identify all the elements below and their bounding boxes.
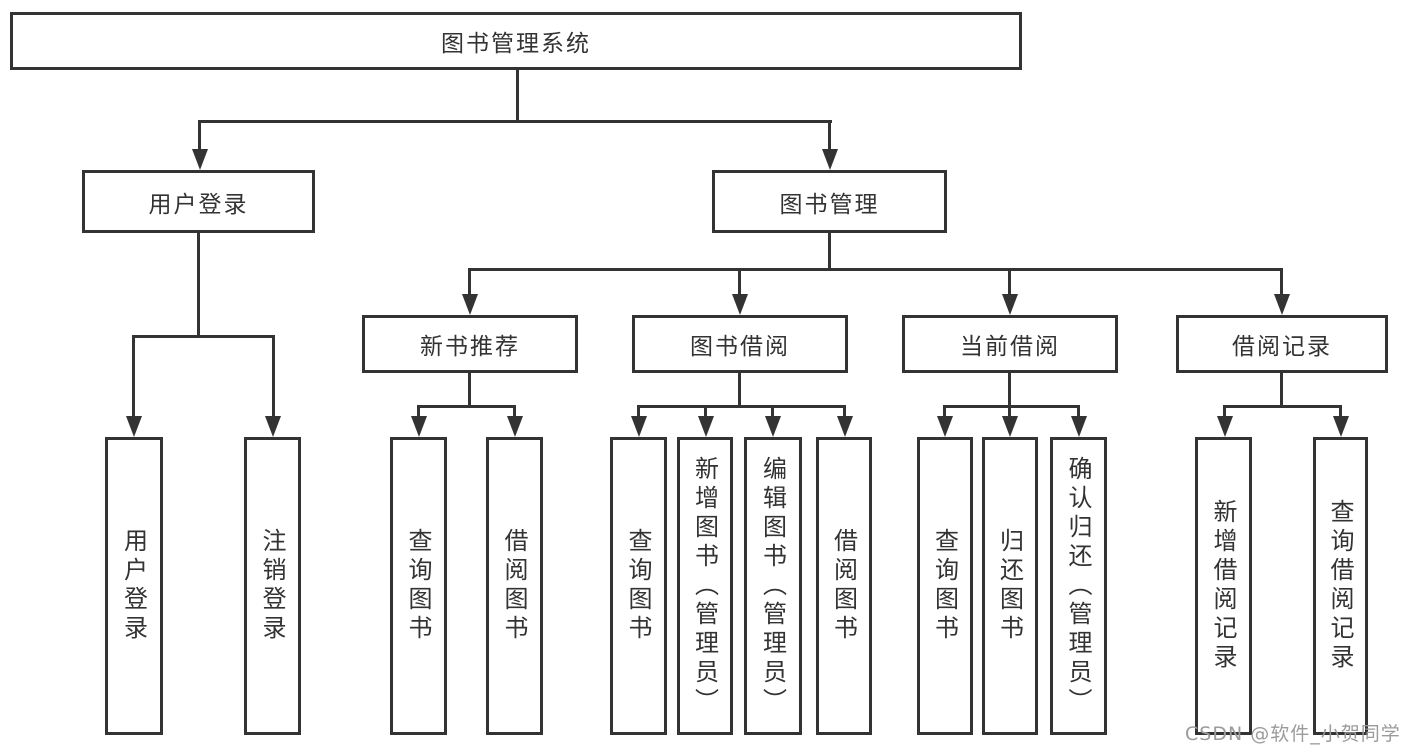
node-new-book-recommend: 新书推荐 bbox=[362, 315, 578, 373]
leaf-nb-query-books: 查询图书 bbox=[390, 437, 447, 735]
arrowhead-nb-borrow bbox=[507, 416, 523, 437]
connector-drop-bb-query bbox=[637, 405, 640, 418]
connector-drop-new-book bbox=[468, 268, 471, 296]
node-borrowing-records: 借阅记录 bbox=[1176, 315, 1388, 373]
connector-drop-nb-query bbox=[417, 405, 420, 418]
connector-drop-cb-query bbox=[943, 405, 946, 418]
leaf-cb-return-books: 归还图书 bbox=[982, 437, 1038, 735]
node-book-management: 图书管理 bbox=[712, 170, 947, 233]
arrowhead-br-query bbox=[1333, 416, 1349, 437]
connector-borrow-record-distributor bbox=[1223, 405, 1342, 408]
connector-new-book-stem bbox=[468, 373, 471, 407]
connector-drop-bb-add bbox=[704, 405, 707, 418]
connector-drop-bb-edit bbox=[771, 405, 774, 418]
node-current-borrowing: 当前借阅 bbox=[902, 315, 1118, 373]
leaf-br-add-record: 新增借阅记录 bbox=[1195, 437, 1252, 735]
connector-new-book-distributor bbox=[417, 405, 516, 408]
connector-root-distributor bbox=[198, 120, 832, 123]
leaf-cb-query-books: 查询图书 bbox=[917, 437, 973, 735]
arrowhead-cb-query bbox=[937, 416, 953, 437]
arrowhead-bb-borrow bbox=[837, 416, 853, 437]
leaf-user-login: 用户登录 bbox=[105, 437, 163, 735]
node-book-borrowing: 图书借阅 bbox=[632, 315, 848, 373]
arrowhead-bb-edit bbox=[765, 416, 781, 437]
arrowhead-book-management bbox=[822, 149, 838, 170]
leaf-bb-add-books-admin: 新增图书（管理员） bbox=[677, 437, 733, 735]
node-library-management-system: 图书管理系统 bbox=[10, 12, 1022, 70]
arrowhead-user-login bbox=[192, 149, 208, 170]
connector-user-login-stem bbox=[197, 233, 200, 336]
connector-drop-br-query bbox=[1339, 405, 1342, 418]
connector-borrow-record-stem bbox=[1280, 373, 1283, 407]
leaf-bb-borrow-books: 借阅图书 bbox=[816, 437, 872, 735]
leaf-logout: 注销登录 bbox=[244, 437, 301, 735]
connector-user-login-distributor bbox=[132, 335, 275, 338]
connector-drop-bb-borrow bbox=[843, 405, 846, 418]
connector-drop-borrow-record bbox=[1280, 268, 1283, 296]
connector-drop-book-management bbox=[828, 120, 831, 151]
arrowhead-cb-confirm bbox=[1071, 416, 1087, 437]
arrowhead-nb-query bbox=[411, 416, 427, 437]
connector-book-management-stem bbox=[828, 233, 831, 271]
connector-drop-current-borrow bbox=[1008, 268, 1011, 296]
leaf-br-query-record: 查询借阅记录 bbox=[1313, 437, 1368, 735]
leaf-bb-edit-books-admin: 编辑图书（管理员） bbox=[744, 437, 802, 735]
connector-drop-br-add bbox=[1223, 405, 1226, 418]
connector-drop-nb-borrow bbox=[513, 405, 516, 418]
arrowhead-current-borrow bbox=[1002, 294, 1018, 315]
arrowhead-new-book bbox=[462, 294, 478, 315]
node-user-login: 用户登录 bbox=[82, 170, 315, 233]
connector-drop-book-borrow bbox=[738, 268, 741, 296]
arrowhead-leaf-user-login bbox=[126, 416, 142, 437]
leaf-nb-borrow-books: 借阅图书 bbox=[486, 437, 543, 735]
arrowhead-borrow-record bbox=[1274, 294, 1290, 315]
connector-drop-user-login bbox=[198, 120, 201, 151]
connector-current-borrow-stem bbox=[1008, 373, 1011, 407]
connector-book-borrow-stem bbox=[738, 373, 741, 407]
arrowhead-bb-add bbox=[698, 416, 714, 437]
connector-root-stem bbox=[516, 70, 519, 121]
leaf-bb-query-books: 查询图书 bbox=[610, 437, 667, 735]
csdn-watermark: CSDN @软件_小贺同学 bbox=[1185, 723, 1401, 745]
arrowhead-cb-return bbox=[1002, 416, 1018, 437]
arrowhead-leaf-logout bbox=[265, 416, 281, 437]
leaf-cb-confirm-return-admin: 确认归还（管理员） bbox=[1050, 437, 1107, 735]
connector-drop-leaf-logout bbox=[272, 335, 275, 417]
arrowhead-bb-query bbox=[631, 416, 647, 437]
connector-drop-cb-return bbox=[1008, 405, 1011, 418]
connector-book-management-distributor bbox=[468, 268, 1283, 271]
connector-book-borrow-distributor bbox=[637, 405, 846, 408]
connector-drop-cb-confirm bbox=[1077, 405, 1080, 418]
arrowhead-book-borrow bbox=[732, 294, 748, 315]
arrowhead-br-add bbox=[1217, 416, 1233, 437]
connector-drop-leaf-user-login bbox=[132, 335, 135, 417]
connector-current-borrow-distributor bbox=[943, 405, 1080, 408]
